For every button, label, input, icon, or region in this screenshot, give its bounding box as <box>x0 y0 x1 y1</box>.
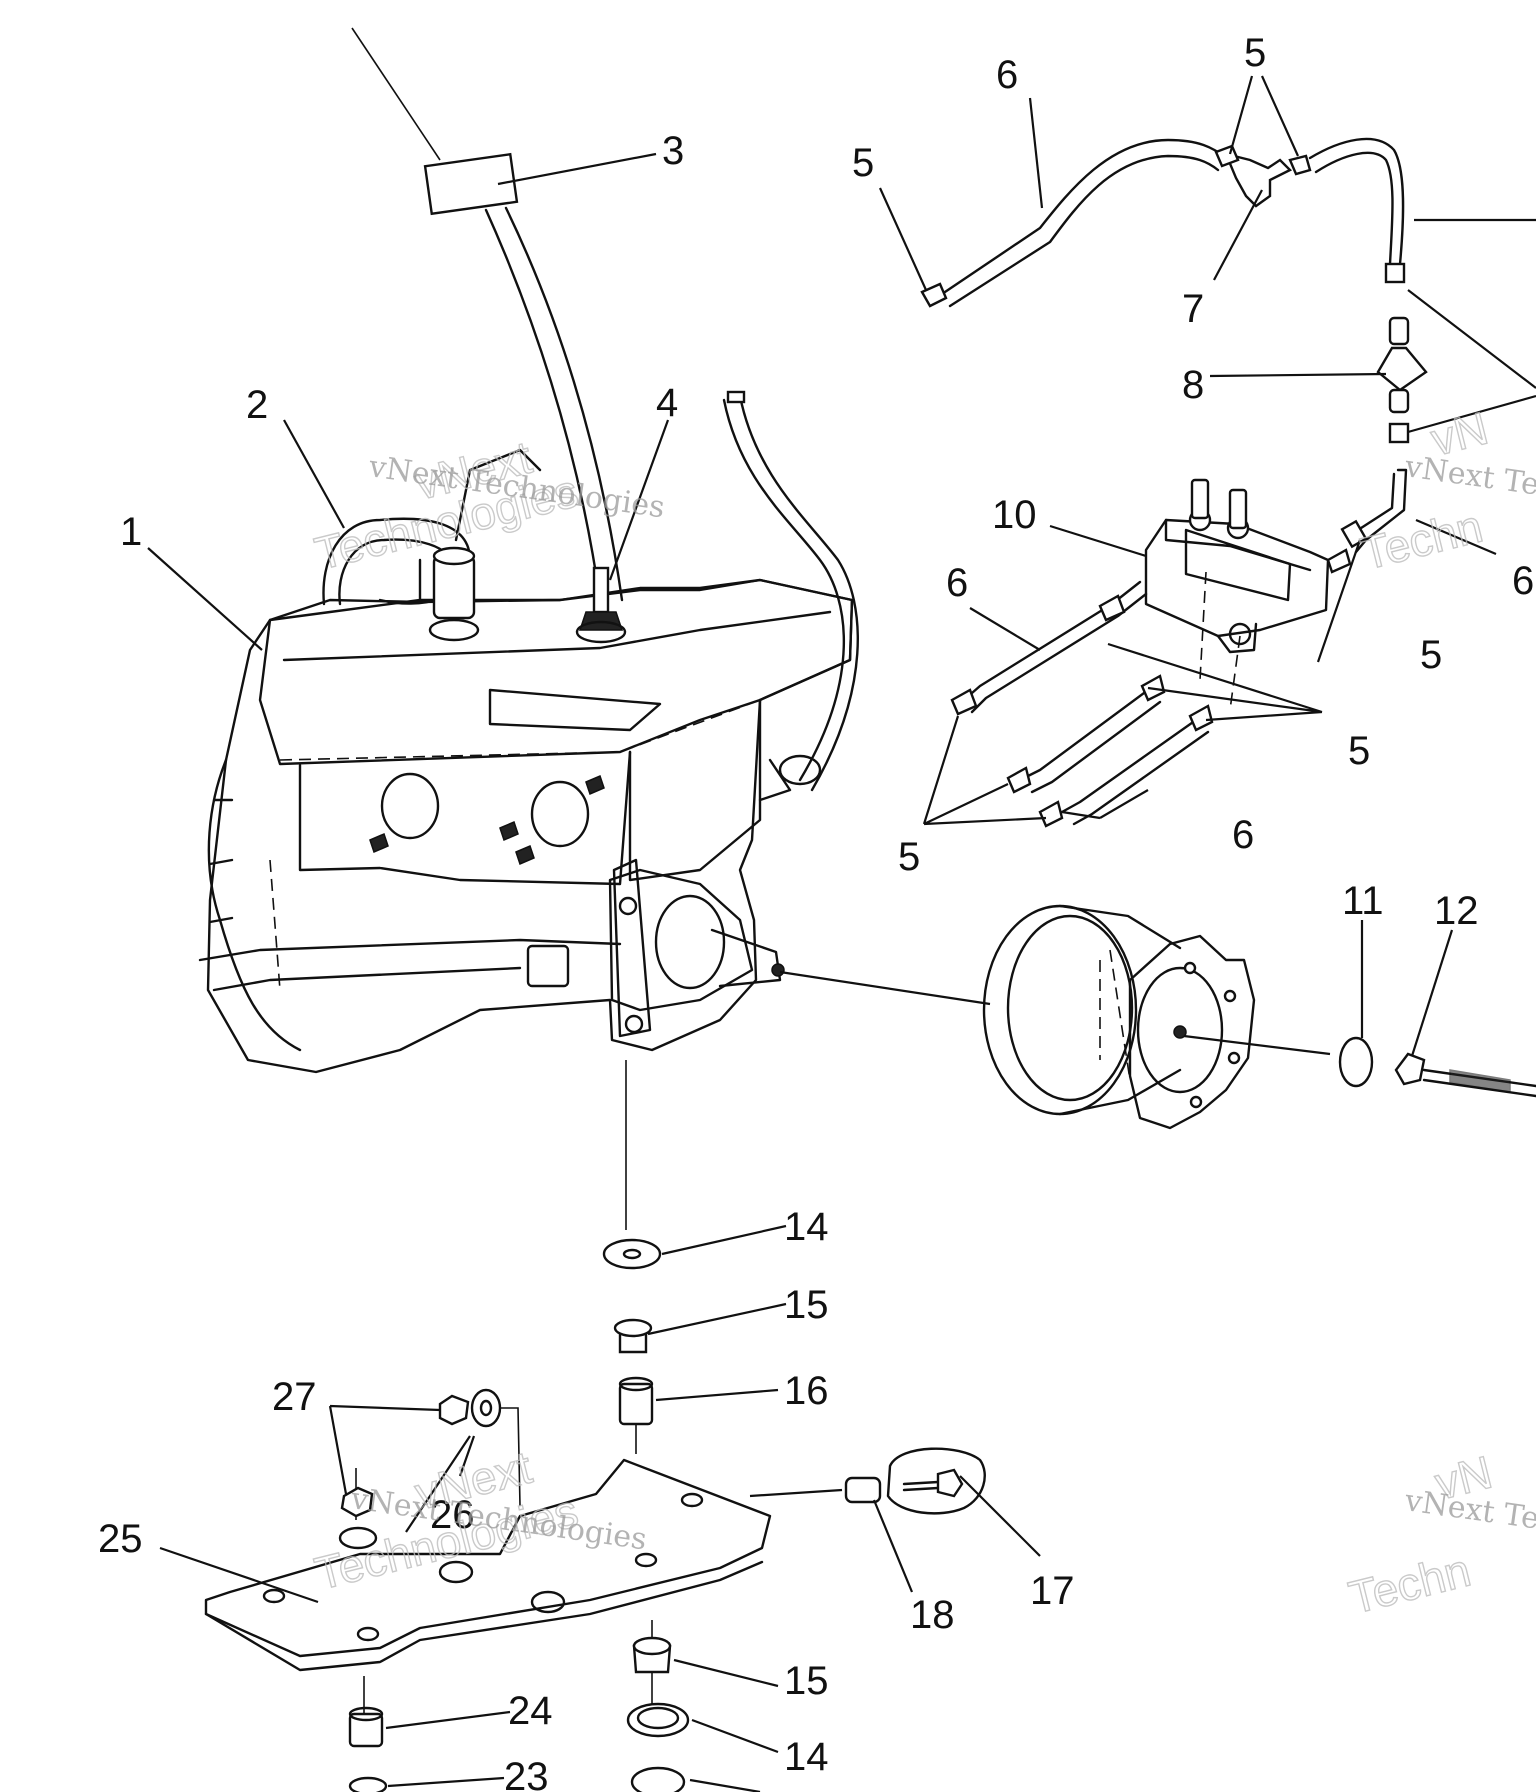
callout-5-mid: 5 <box>1348 729 1370 773</box>
callout-3: 3 <box>662 129 684 173</box>
mount-stack <box>602 1060 662 1454</box>
callout-27: 27 <box>272 1375 317 1419</box>
callout-8: 8 <box>1182 363 1204 407</box>
callout-5-lower: 5 <box>898 835 920 879</box>
callout-2: 2 <box>246 383 268 427</box>
callout-6-lower: 6 <box>1232 813 1254 857</box>
engine-block <box>198 578 854 1074</box>
watermark-text-4: vNext Te <box>1402 1483 1536 1537</box>
shaft-centerline <box>779 970 1331 1056</box>
callout-18: 18 <box>910 1593 955 1637</box>
callout-17: 17 <box>1030 1569 1075 1613</box>
callout-numbers: 1 2 3 4 5 6 5 7 8 10 6 6 5 5 5 6 11 12 1… <box>98 31 1534 1792</box>
drive-clutch <box>982 904 1256 1130</box>
callout-15-lower: 15 <box>784 1659 829 1703</box>
callout-16: 16 <box>784 1369 829 1413</box>
callout-10: 10 <box>992 493 1037 537</box>
side-hose <box>722 390 859 802</box>
leader-lines <box>147 75 1536 1792</box>
callout-15-upper: 15 <box>784 1283 829 1327</box>
callout-6-left: 6 <box>946 561 968 605</box>
watermark-big-6: Techn <box>1356 500 1488 580</box>
callout-6-right: 6 <box>1512 559 1534 603</box>
callout-5-right: 5 <box>1420 633 1442 677</box>
callout-11: 11 <box>1342 879 1384 923</box>
sensor <box>575 566 627 644</box>
lower-mount-stack <box>626 1620 690 1792</box>
callout-25: 25 <box>98 1517 143 1561</box>
watermark-big-8: Techn <box>1344 1544 1476 1624</box>
callout-24: 24 <box>508 1689 553 1733</box>
washer-nut-bolt <box>1338 1036 1536 1098</box>
callout-26: 26 <box>430 1493 475 1537</box>
callout-5-top: 5 <box>1244 31 1266 75</box>
callout-7: 7 <box>1182 287 1204 331</box>
callout-4: 4 <box>656 381 678 425</box>
watermark-text-3: vNext Te <box>1402 449 1536 503</box>
fuel-line-loop <box>322 448 542 642</box>
callout-14-upper: 14 <box>784 1205 829 1249</box>
callout-1: 1 <box>120 510 142 554</box>
callout-12: 12 <box>1434 889 1479 933</box>
callout-5-top-left: 5 <box>852 141 874 185</box>
mounting-plate <box>204 1458 772 1672</box>
lower-left-stack <box>348 1676 388 1792</box>
callout-23: 23 <box>504 1755 549 1792</box>
watermarks: vNext Technologies vNext Technologies vN… <box>309 401 1536 1624</box>
throttle-cable <box>351 27 624 602</box>
fuel-lines <box>920 137 1428 828</box>
callout-14-lower: 14 <box>784 1735 829 1779</box>
bolt-spacer <box>749 1447 986 1515</box>
hardware-26-27 <box>338 1388 521 1550</box>
callout-6-top: 6 <box>996 53 1018 97</box>
